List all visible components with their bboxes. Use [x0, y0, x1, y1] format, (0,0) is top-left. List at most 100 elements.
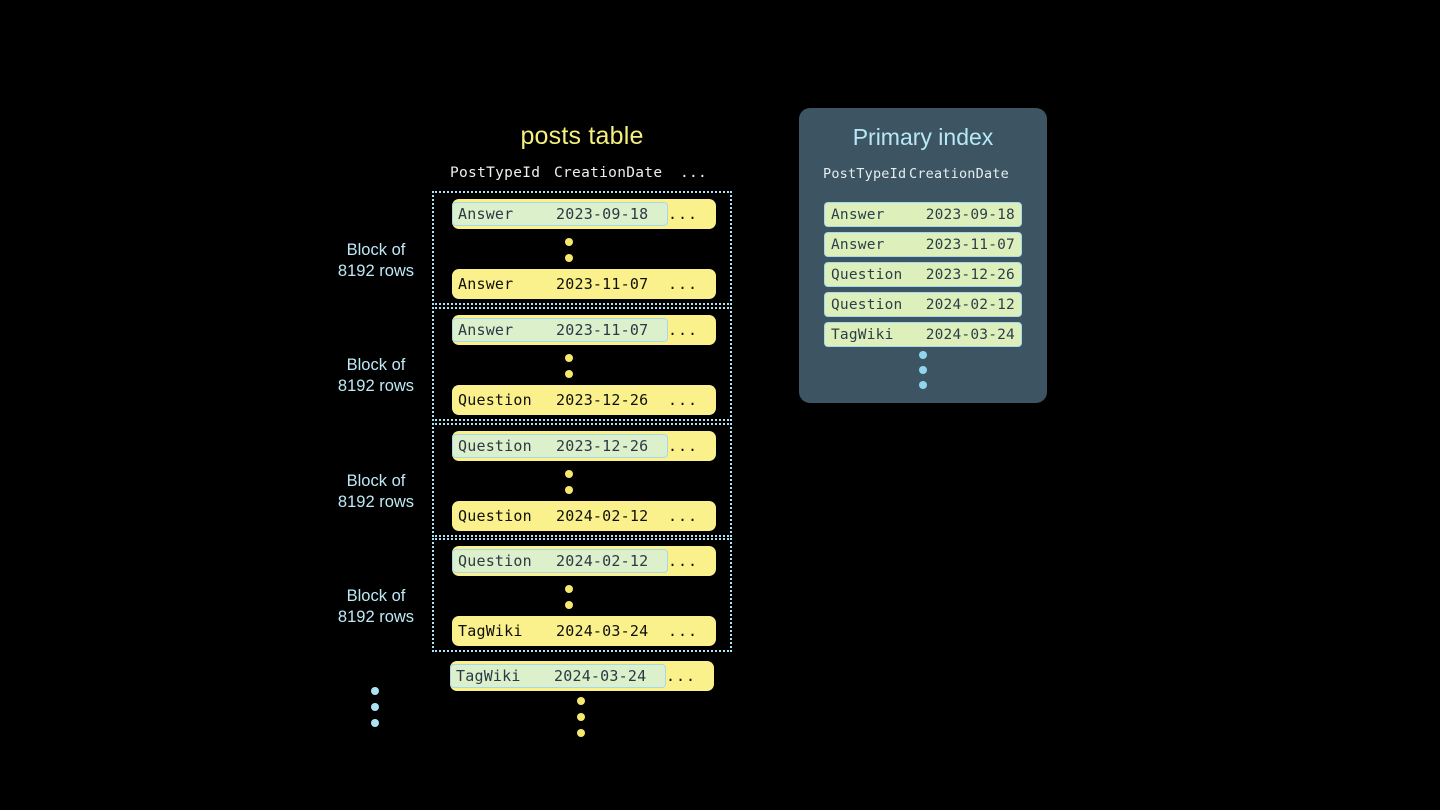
block-label-2: Block of 8192 rows	[311, 355, 441, 397]
row-cells: TagWiki 2024-03-24	[450, 664, 666, 688]
primary-index-title: Primary index	[852, 124, 994, 150]
primary-index-rows: Answer 2023-09-18 Answer 2023-11-07 Ques…	[824, 202, 1022, 347]
cell-creationdate: 2023-11-07	[556, 321, 649, 339]
posts-table-column-headers: PostTypeId CreationDate ...	[450, 165, 714, 181]
cell-creationdate: 2024-02-12	[556, 507, 649, 525]
table-row[interactable]: Question 2024-02-12 ...	[452, 501, 716, 531]
cell-creationdate: 2023-09-18	[556, 205, 649, 223]
cell-creationdate: 2023-12-26	[556, 391, 649, 409]
index-row[interactable]: Answer 2023-09-18	[824, 202, 1022, 227]
table-block-1: Answer 2023-09-18 ... Answer 2023-11-07 …	[432, 191, 732, 305]
block-label-1-line2: 8192 rows	[337, 262, 415, 280]
block-label-3: Block of 8192 rows	[311, 471, 441, 513]
cell-more: ...	[668, 275, 699, 293]
index-ellipsis-vertical	[799, 351, 1047, 389]
index-column-header-creationdate: CreationDate	[909, 166, 1009, 182]
row-cells: Answer 2023-11-07	[452, 272, 668, 296]
ellipsis-dot	[371, 703, 379, 711]
row-cells: Question 2024-02-12	[452, 504, 668, 528]
table-row[interactable]: Answer 2023-11-07 ...	[452, 315, 716, 345]
index-cell-creationdate: 2023-12-26	[925, 266, 1015, 283]
table-row[interactable]: Question 2023-12-26 ...	[452, 431, 716, 461]
block-label-2-line2: 8192 rows	[337, 377, 415, 395]
block-label-4-line2: 8192 rows	[337, 608, 415, 626]
table-row[interactable]: TagWiki 2024-03-24 ...	[452, 616, 716, 646]
cell-more: ...	[668, 507, 699, 525]
table-row[interactable]: Question 2023-12-26 ...	[452, 385, 716, 415]
row-cells: Answer 2023-11-07	[452, 318, 668, 342]
table-ellipsis-vertical	[577, 697, 585, 737]
ellipsis-dot	[919, 381, 927, 389]
cell-more: ...	[668, 437, 699, 455]
ellipsis-dot	[565, 238, 573, 246]
cell-posttypeid: Question	[458, 507, 532, 525]
table-row[interactable]: Answer 2023-11-07 ...	[452, 269, 716, 299]
index-row[interactable]: Question 2023-12-26	[824, 262, 1022, 287]
block-label-1: Block of 8192 rows	[311, 240, 441, 282]
index-row[interactable]: TagWiki 2024-03-24	[824, 322, 1022, 347]
ellipsis-dot	[565, 370, 573, 378]
ellipsis-dot	[565, 601, 573, 609]
cell-creationdate: 2024-03-24	[556, 622, 649, 640]
index-cell-posttypeid: Answer	[831, 206, 885, 223]
ellipsis-dot	[565, 354, 573, 362]
ellipsis-dot	[565, 254, 573, 262]
primary-index-panel: Primary index PostTypeId CreationDate An…	[799, 108, 1047, 403]
cell-posttypeid: Answer	[458, 321, 514, 339]
index-row[interactable]: Question 2024-02-12	[824, 292, 1022, 317]
table-row[interactable]: Question 2024-02-12 ...	[452, 546, 716, 576]
table-block-4: Question 2024-02-12 ... TagWiki 2024-03-…	[432, 538, 732, 652]
cell-more: ...	[668, 321, 699, 339]
table-block-3: Question 2023-12-26 ... Question 2024-02…	[432, 423, 732, 537]
index-cell-creationdate: 2024-02-12	[925, 296, 1015, 313]
block-label-3-line2: 8192 rows	[337, 493, 415, 511]
index-column-header-posttypeid: PostTypeId	[823, 166, 907, 182]
column-header-posttypeid: PostTypeId	[450, 165, 541, 181]
posts-table-title: posts table	[520, 122, 644, 150]
cell-posttypeid: TagWiki	[458, 622, 523, 640]
row-cells: Question 2023-12-26	[452, 388, 668, 412]
cell-posttypeid: Question	[458, 437, 532, 455]
index-cell-posttypeid: Question	[831, 296, 903, 313]
table-row[interactable]: Answer 2023-09-18 ...	[452, 199, 716, 229]
index-cell-creationdate: 2024-03-24	[925, 326, 1015, 343]
index-cell-creationdate: 2023-09-18	[925, 206, 1015, 223]
ellipsis-dot	[577, 713, 585, 721]
row-cells: Question 2024-02-12	[452, 549, 668, 573]
ellipsis-dot	[577, 729, 585, 737]
cell-creationdate: 2024-03-24	[554, 667, 647, 685]
index-cell-posttypeid: TagWiki	[831, 326, 894, 343]
table-block-2: Answer 2023-11-07 ... Question 2023-12-2…	[432, 307, 732, 421]
ellipsis-dot	[577, 697, 585, 705]
cell-posttypeid: Answer	[458, 205, 514, 223]
cell-creationdate: 2023-11-07	[556, 275, 649, 293]
ellipsis-dot	[565, 486, 573, 494]
index-row[interactable]: Answer 2023-11-07	[824, 232, 1022, 257]
block-label-3-line1: Block of	[346, 472, 406, 490]
cell-posttypeid: Question	[458, 552, 532, 570]
cell-creationdate: 2024-02-12	[556, 552, 649, 570]
index-cell-posttypeid: Question	[831, 266, 903, 283]
row-cells: Question 2023-12-26	[452, 434, 668, 458]
cell-more: ...	[666, 667, 697, 685]
ellipsis-dot	[371, 719, 379, 727]
cell-posttypeid: TagWiki	[456, 667, 521, 685]
ellipsis-dot	[919, 366, 927, 374]
ellipsis-dot	[565, 585, 573, 593]
column-header-more: ...	[680, 165, 708, 181]
row-cells: Answer 2023-09-18	[452, 202, 668, 226]
cell-more: ...	[668, 552, 699, 570]
column-header-creationdate: CreationDate	[554, 165, 663, 181]
block-label-4: Block of 8192 rows	[311, 586, 441, 628]
index-cell-posttypeid: Answer	[831, 236, 885, 253]
index-cell-creationdate: 2023-11-07	[925, 236, 1015, 253]
primary-index-column-headers: PostTypeId CreationDate	[823, 166, 1023, 182]
ellipsis-dot	[919, 351, 927, 359]
block-label-1-line1: Block of	[346, 241, 406, 259]
cell-posttypeid: Question	[458, 391, 532, 409]
ellipsis-dot	[565, 470, 573, 478]
table-row-trailing[interactable]: TagWiki 2024-03-24 ...	[450, 661, 714, 691]
cell-more: ...	[668, 391, 699, 409]
block-label-4-line1: Block of	[346, 587, 406, 605]
